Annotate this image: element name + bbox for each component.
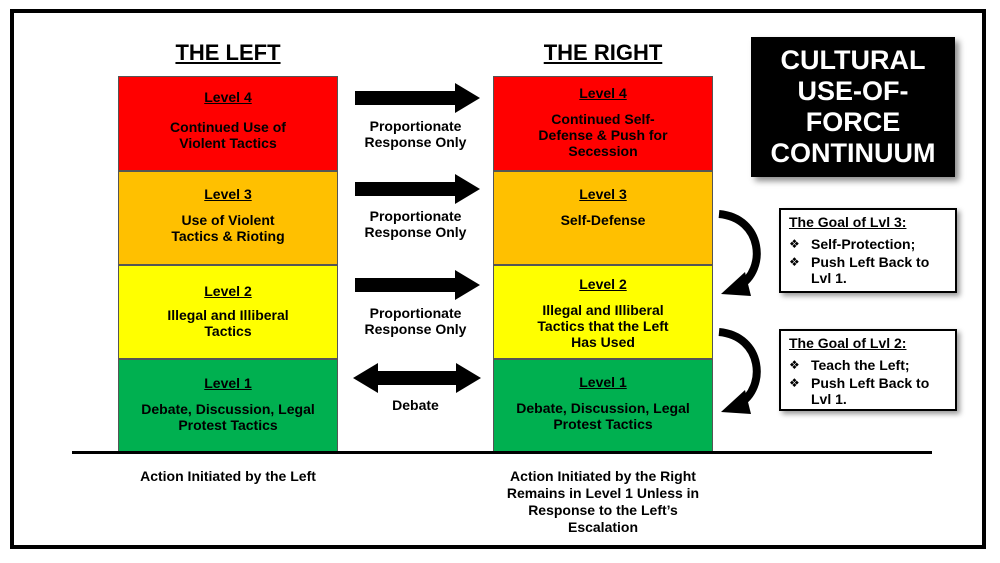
goal-level-3-title: The Goal of Lvl 3: bbox=[789, 214, 907, 230]
left-level-1-box: Level 1 Debate, Discussion, Legal Protes… bbox=[118, 359, 338, 452]
diagram-title-box: CULTURAL USE-OF-FORCE CONTINUUM bbox=[751, 37, 955, 177]
left-level-1-label: Level 1 bbox=[204, 375, 252, 391]
left-level-2-desc: Illegal and Illiberal Tactics bbox=[167, 307, 289, 339]
diamond-bullet-icon: ❖ bbox=[789, 237, 800, 251]
baseline-divider bbox=[72, 451, 932, 454]
goal-level-3-item: ❖Self-Protection; bbox=[789, 236, 916, 252]
goal-level-3-item: ❖Push Left Back to Lvl 1. bbox=[789, 254, 930, 286]
left-level-3-desc: Use of Violent Tactics & Rioting bbox=[171, 212, 285, 244]
curved-arrow-icon bbox=[718, 328, 761, 414]
left-level-4-desc: Continued Use of Violent Tactics bbox=[170, 119, 286, 151]
right-level-1-label: Level 1 bbox=[579, 374, 627, 390]
goal-level-2-box: The Goal of Lvl 2: ❖Teach the Left; ❖Pus… bbox=[779, 329, 957, 411]
left-level-1-desc: Debate, Discussion, Legal Protest Tactic… bbox=[141, 401, 315, 433]
response-label-level-3: Proportionate Response Only bbox=[364, 208, 467, 240]
diamond-bullet-icon: ❖ bbox=[789, 358, 800, 372]
diamond-bullet-icon: ❖ bbox=[789, 376, 800, 390]
right-level-2-label: Level 2 bbox=[579, 276, 627, 292]
double-arrow-icon bbox=[353, 363, 481, 393]
goal-level-2-title: The Goal of Lvl 2: bbox=[789, 335, 907, 351]
right-level-4-label: Level 4 bbox=[579, 85, 627, 101]
response-label-level-2: Proportionate Response Only bbox=[364, 305, 467, 337]
right-arrow-icon bbox=[355, 83, 480, 113]
diagram-title: CULTURAL USE-OF-FORCE CONTINUUM bbox=[770, 45, 936, 168]
goal-level-2-item: ❖Teach the Left; bbox=[789, 357, 910, 373]
left-level-4-box: Level 4 Continued Use of Violent Tactics bbox=[118, 76, 338, 171]
right-footer-text: Action Initiated by the Right Remains in… bbox=[506, 468, 700, 535]
left-level-3-box: Level 3 Use of Violent Tactics & Rioting bbox=[118, 171, 338, 265]
right-level-3-label: Level 3 bbox=[579, 186, 627, 202]
left-level-3-label: Level 3 bbox=[204, 186, 252, 202]
outer-frame bbox=[10, 9, 986, 549]
right-level-4-desc: Continued Self-Defense & Push for Secess… bbox=[538, 111, 668, 159]
diamond-bullet-icon: ❖ bbox=[789, 255, 800, 269]
right-arrow-icon bbox=[355, 174, 480, 204]
left-level-4-label: Level 4 bbox=[204, 89, 252, 105]
right-level-1-box: Level 1 Debate, Discussion, Legal Protes… bbox=[493, 359, 713, 452]
right-level-2-box: Level 2 Illegal and Illiberal Tactics th… bbox=[493, 265, 713, 359]
right-level-4-box: Level 4 Continued Self-Defense & Push fo… bbox=[493, 76, 713, 171]
goal-level-2-item: ❖Push Left Back to Lvl 1. bbox=[789, 375, 930, 407]
right-level-1-desc: Debate, Discussion, Legal Protest Tactic… bbox=[516, 400, 690, 432]
right-level-3-desc: Self-Defense bbox=[560, 212, 646, 228]
goal-level-3-box: The Goal of Lvl 3: ❖Self-Protection; ❖Pu… bbox=[779, 208, 957, 293]
left-footer-text: Action Initiated by the Left bbox=[140, 468, 316, 484]
left-level-2-label: Level 2 bbox=[204, 283, 252, 299]
right-level-3-box: Level 3 Self-Defense bbox=[493, 171, 713, 265]
response-label-level-4: Proportionate Response Only bbox=[364, 118, 467, 150]
left-level-2-box: Level 2 Illegal and Illiberal Tactics bbox=[118, 265, 338, 359]
response-label-level-1: Debate bbox=[392, 397, 439, 413]
left-column-title: THE LEFT bbox=[175, 40, 281, 65]
right-arrow-icon bbox=[355, 270, 480, 300]
right-column-title: THE RIGHT bbox=[543, 40, 663, 65]
right-level-2-desc: Illegal and Illiberal Tactics that the L… bbox=[537, 302, 669, 350]
curved-arrow-icon bbox=[718, 210, 761, 296]
